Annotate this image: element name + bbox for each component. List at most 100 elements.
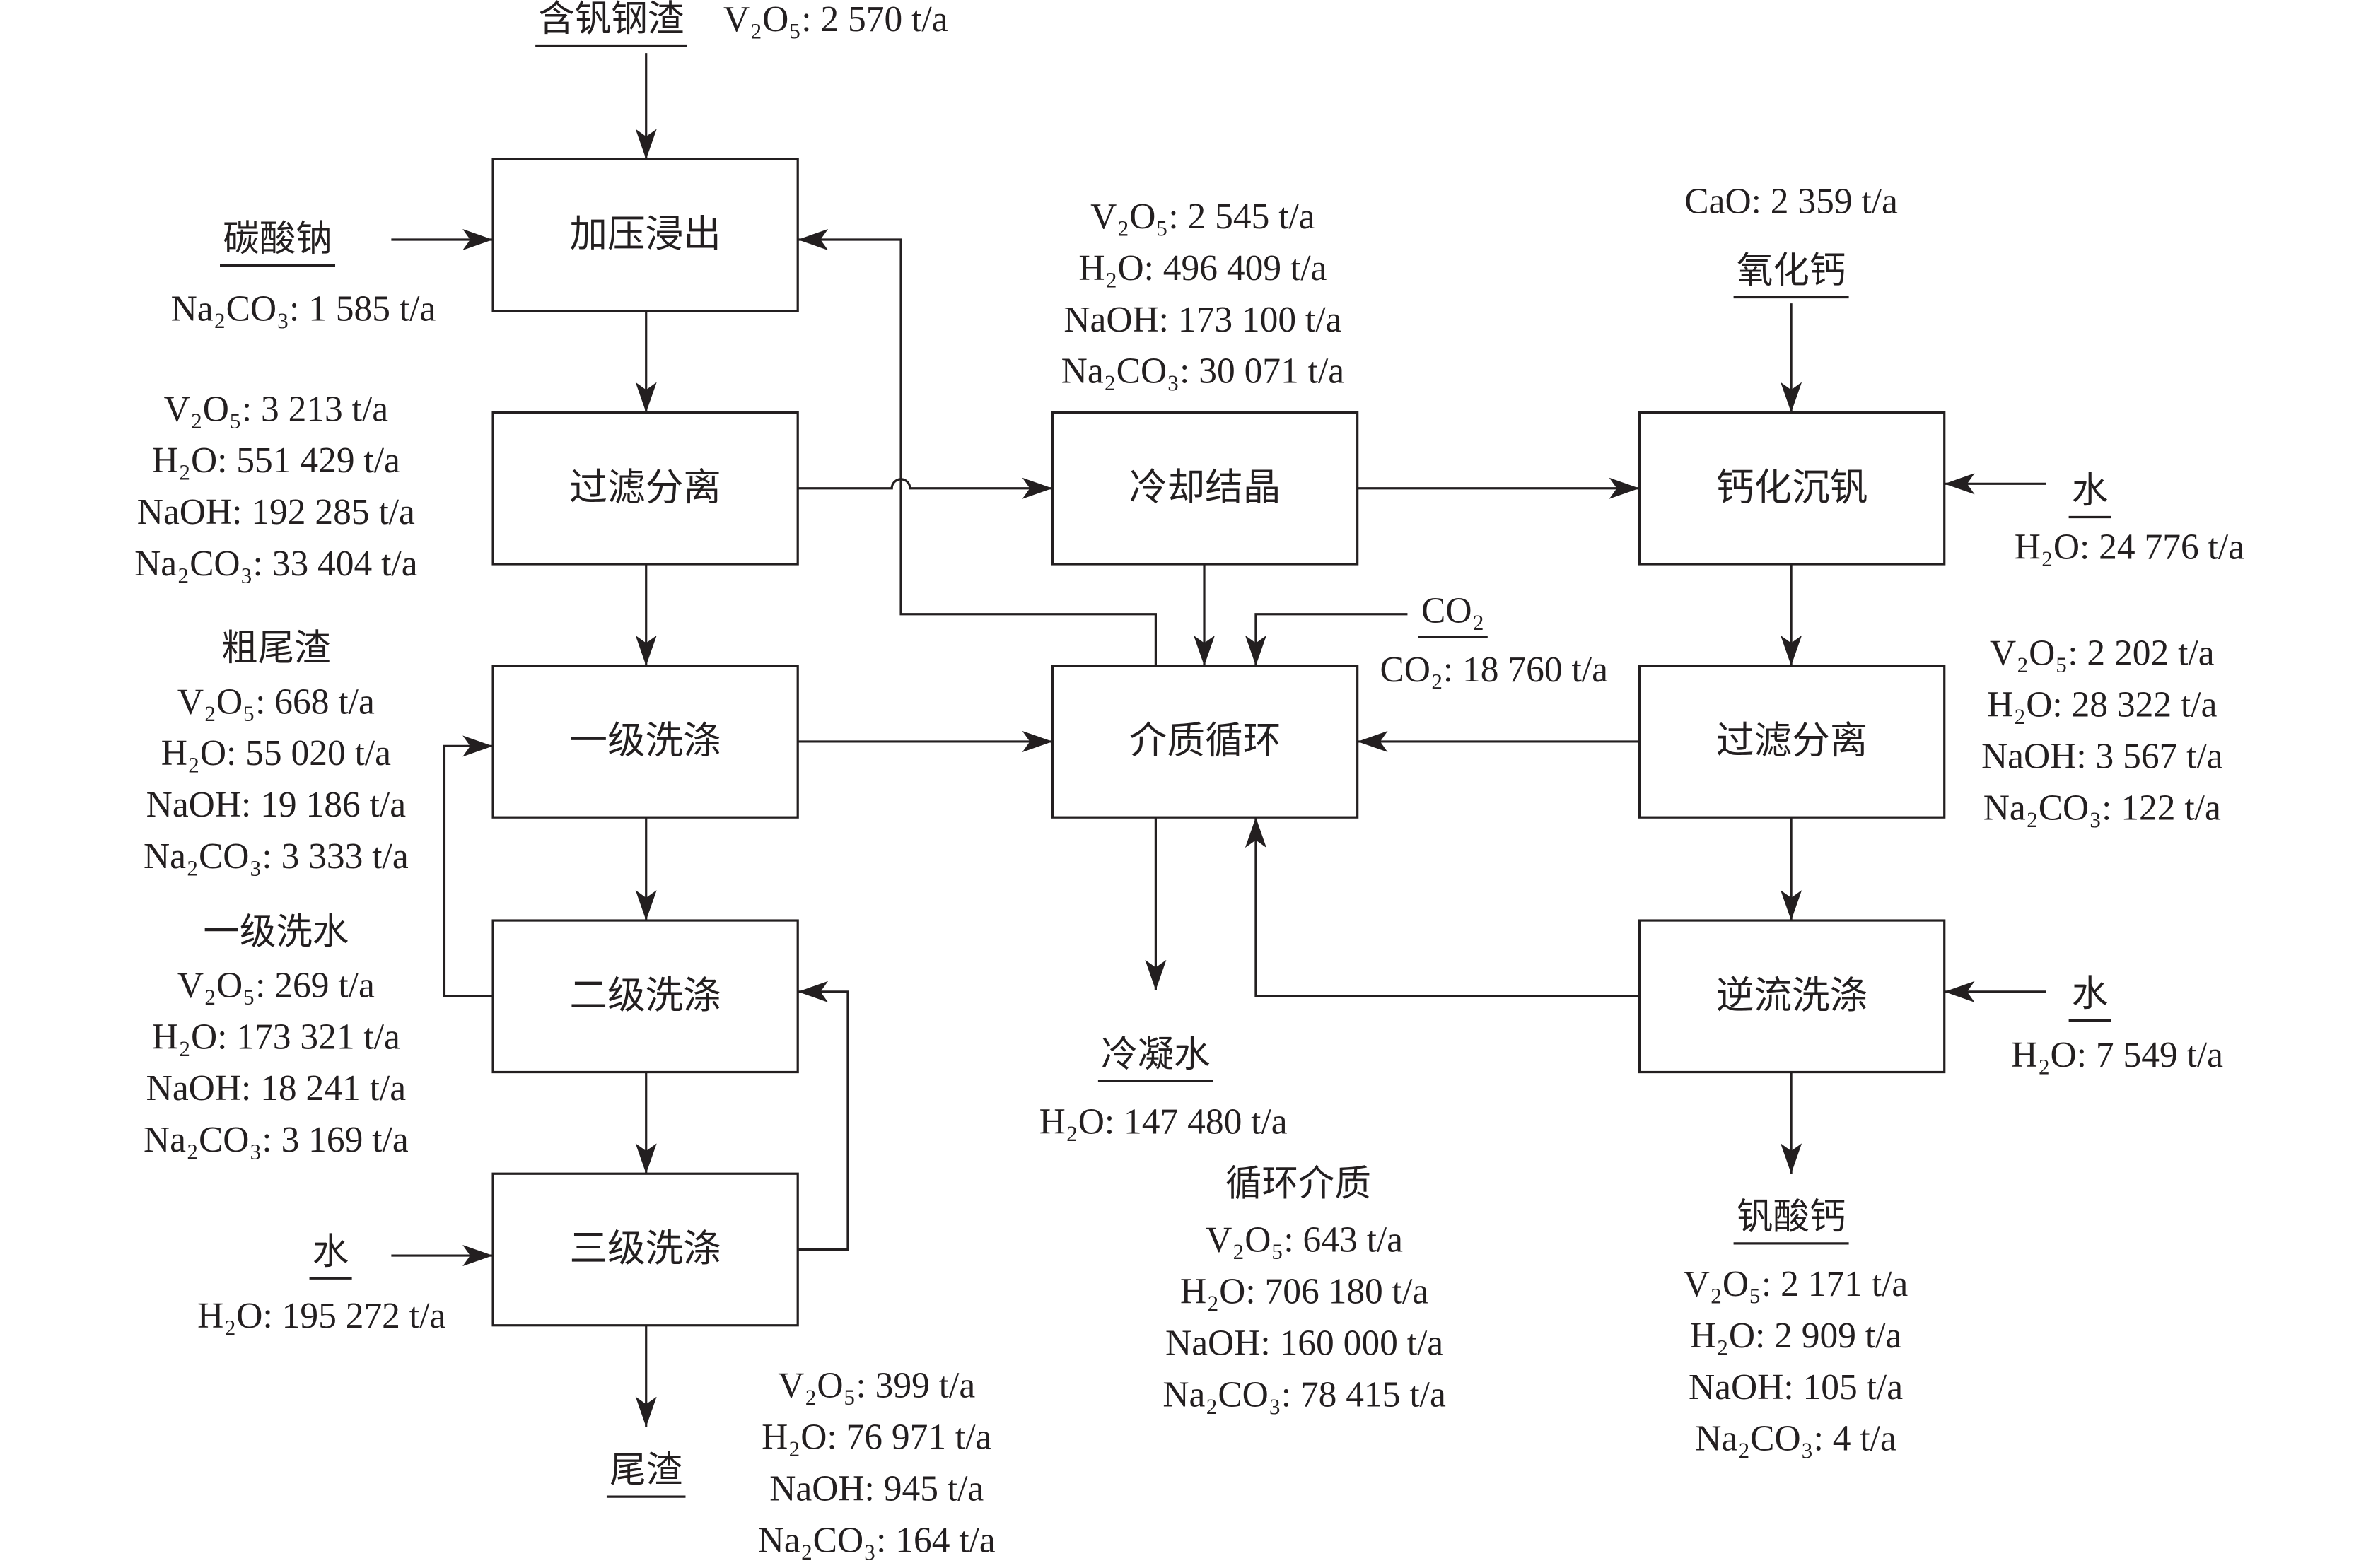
composition-line: H₂O: 28 322 t/a [1987, 685, 2217, 725]
box-outline [491, 411, 799, 566]
composition-line: H₂O: 7 549 t/a [2011, 1035, 2223, 1075]
box-outline [491, 1172, 799, 1327]
stream-title: CO₂ [1421, 591, 1484, 631]
composition-line: H₂O: 147 480 t/a [1039, 1101, 1288, 1142]
wash2-to-wash1 [443, 735, 494, 997]
composition-line: V₂O₅: 2 171 t/a [1684, 1264, 1908, 1304]
co2-to-medium [1245, 613, 1408, 666]
composition-line: NaOH: 18 241 t/a [146, 1068, 407, 1108]
composition-line: NaOH: 105 t/a [1689, 1367, 1903, 1408]
wash3-to-wash2 [798, 981, 849, 1251]
composition-line: H₂O: 24 776 t/a [2015, 527, 2244, 568]
process-label: 钙化沉钒 [1716, 466, 1867, 508]
recycle-to-leach [798, 228, 1158, 666]
stream-condensate: 冷凝水 H₂O: 147 480 t/a [1039, 1035, 1288, 1142]
process-box-calcify: 钙化沉钒 [1638, 411, 1946, 566]
process-box-wash2: 二级洗涤 [491, 919, 799, 1074]
composition-line: Na₂CO₃: 1 585 t/a [171, 289, 436, 329]
stream-soda: 碳酸钠 Na₂CO₃: 1 585 t/a [171, 219, 436, 329]
box-outline [491, 158, 799, 312]
composition-line: H₂O: 76 971 t/a [762, 1417, 991, 1458]
process-label: 二级洗涤 [569, 974, 721, 1017]
box-outline [1051, 665, 1359, 819]
composition-line: Na₂CO₃: 122 t/a [1983, 788, 2221, 828]
composition-line: Na₂CO₃: 3 169 t/a [144, 1120, 409, 1160]
stream-title: 碳酸钠 [223, 219, 332, 259]
composition-line: V₂O₅: 643 t/a [1206, 1220, 1403, 1260]
stream-water-counter: 水 H₂O: 7 549 t/a [2011, 974, 2223, 1075]
process-label: 介质循环 [1129, 720, 1281, 762]
stream-title: 水 [313, 1232, 349, 1272]
box-outline [1638, 919, 1946, 1074]
process-box-filter2: 过滤分离 [1638, 665, 1946, 819]
process-box-medium: 介质循环 [1051, 665, 1359, 819]
composition-line: V₂O₅: 3 213 t/a [164, 389, 389, 429]
composition-line: V₂O₅: 2 570 t/a [723, 0, 948, 40]
stream-water-calc: 水 H₂O: 24 776 t/a [2015, 471, 2244, 567]
box-outline [1051, 411, 1359, 566]
stream-title: 氧化钙 [1737, 251, 1846, 291]
counter-to-medium [1245, 817, 1640, 997]
composition-line: Na₂CO₃: 3 333 t/a [144, 836, 409, 877]
composition-line: NaOH: 3 567 t/a [1981, 736, 2223, 776]
box-outline [491, 919, 799, 1074]
process-box-wash1: 一级洗涤 [491, 665, 799, 819]
composition-line: Na₂CO₃: 164 t/a [758, 1520, 996, 1560]
flow-lines [391, 53, 2046, 1427]
composition-line: V₂O₅: 399 t/a [778, 1366, 975, 1406]
stream-title: 水 [2072, 471, 2108, 511]
process-box-cool: 冷却结晶 [1051, 411, 1359, 566]
composition-line: Na₂CO₃: 33 404 t/a [134, 544, 418, 584]
box-outline [491, 665, 799, 819]
composition-line: CO₂: 18 760 t/a [1380, 650, 1608, 690]
composition-line: Na₂CO₃: 30 071 t/a [1061, 351, 1345, 392]
process-label: 冷却结晶 [1129, 466, 1281, 508]
process-label: 逆流洗涤 [1716, 974, 1867, 1017]
filter-to-cool [798, 477, 1053, 499]
stream-title: 冷凝水 [1101, 1035, 1210, 1075]
composition-line: H₂O: 706 180 t/a [1180, 1272, 1428, 1312]
composition-line: CaO: 2 359 t/a [1684, 181, 1898, 221]
process-label: 过滤分离 [569, 466, 721, 508]
composition-line: NaOH: 192 285 t/a [137, 492, 415, 532]
stream-title: 粗尾渣 [221, 628, 330, 669]
process-label: 过滤分离 [1716, 720, 1867, 762]
composition-line: V₂O₅: 269 t/a [177, 965, 375, 1005]
composition-line: NaOH: 160 000 t/a [1165, 1323, 1443, 1364]
process-box-filter1: 过滤分离 [491, 411, 799, 566]
composition-line: H₂O: 496 409 t/a [1078, 248, 1327, 288]
process-label: 一级洗涤 [569, 720, 721, 762]
composition-line: Na₂CO₃: 4 t/a [1695, 1419, 1896, 1459]
composition-line: H₂O: 195 272 t/a [197, 1296, 445, 1336]
composition-line: H₂O: 2 909 t/a [1690, 1316, 1902, 1356]
stream-water-wash3: 水 H₂O: 195 272 t/a [197, 1232, 445, 1336]
process-box-leach: 加压浸出 [491, 158, 799, 312]
composition-line: V₂O₅: 2 202 t/a [1990, 633, 2215, 674]
composition-line: V₂O₅: 2 545 t/a [1090, 197, 1315, 237]
stream-slag-feed: 含钒钢渣 V₂O₅: 2 570 t/a [535, 0, 948, 47]
composition-line: NaOH: 945 t/a [769, 1468, 984, 1509]
process-label: 加压浸出 [569, 213, 721, 255]
stream-co2: CO₂ CO₂: 18 760 t/a [1380, 591, 1608, 691]
composition-line: H₂O: 173 321 t/a [152, 1017, 400, 1057]
stream-title: 含钒钢渣 [538, 0, 684, 40]
process-label: 三级洗涤 [569, 1227, 721, 1270]
composition-line: V₂O₅: 668 t/a [177, 681, 375, 722]
stream-title: 一级洗水 [203, 912, 349, 952]
stream-title: 水 [2072, 974, 2108, 1014]
composition-line: NaOH: 19 186 t/a [146, 785, 407, 825]
box-outline [1638, 411, 1946, 566]
stream-title: 钒酸钙 [1737, 1198, 1846, 1238]
process-box-counter: 逆流洗涤 [1638, 919, 1946, 1074]
stream-lime: 氧化钙 CaO: 2 359 t/a [1684, 181, 1898, 299]
